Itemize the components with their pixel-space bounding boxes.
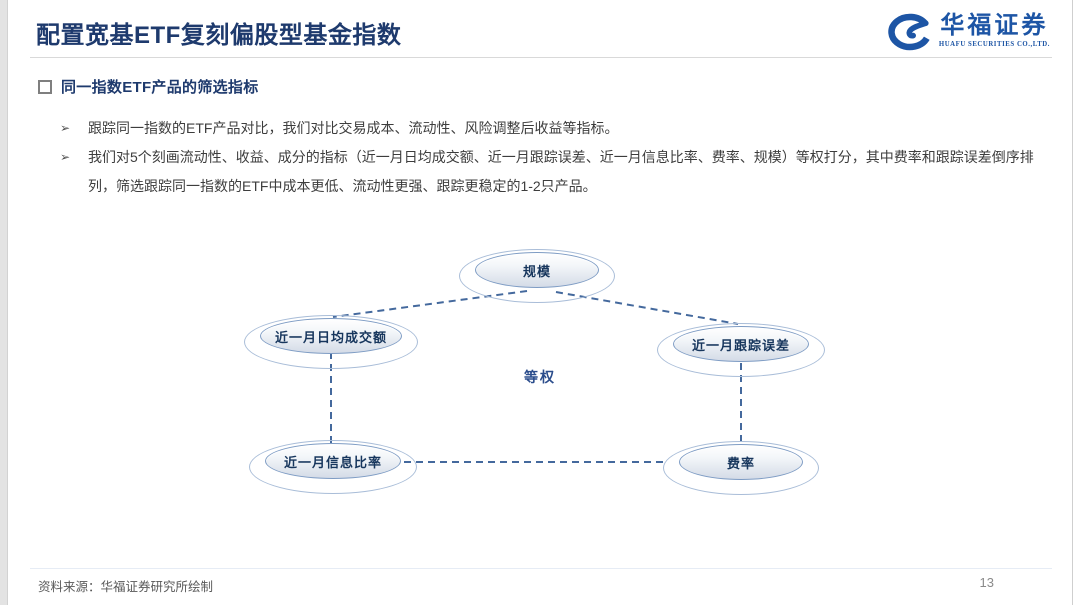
source-note: 资料来源：华福证券研究所绘制 xyxy=(38,580,214,594)
node-outer-ring xyxy=(244,315,418,369)
footer-divider xyxy=(30,568,1052,569)
node-outer-ring xyxy=(663,441,819,495)
node-outer-ring xyxy=(657,323,825,377)
node-label: 规模 xyxy=(475,252,599,288)
arrow-bullet-icon: ➢ xyxy=(60,121,71,135)
viewer-left-margin xyxy=(0,0,8,605)
section-heading: 同一指数ETF产品的筛选指标 xyxy=(61,79,259,96)
equal-weight-indicator-diagram: 规模 近一月日均成交额 近一月跟踪误差 近一月信息比率 费率 等权 xyxy=(0,230,1080,520)
square-bullet-icon xyxy=(38,79,52,94)
diagram-node-information-ratio: 近一月信息比率 xyxy=(249,440,417,494)
bullet-text: 我们对5个刻画流动性、收益、成分的指标（近一月日均成交额、近一月跟踪误差、近一月… xyxy=(88,149,1034,194)
node-label: 近一月日均成交额 xyxy=(260,318,402,354)
page-title: 配置宽基ETF复刻偏股型基金指数 xyxy=(36,22,402,49)
diagram-center-label: 等权 xyxy=(524,370,556,386)
node-outer-ring xyxy=(249,440,417,494)
diagram-node-tracking-error: 近一月跟踪误差 xyxy=(657,323,825,377)
section-heading-row: 同一指数ETF产品的筛选指标 xyxy=(38,76,259,97)
diagram-node-fee-rate: 费率 xyxy=(663,441,819,495)
company-logo: 华福证券 HUAFU SECURITIES CO.,LTD. xyxy=(888,13,1050,51)
diagram-node-scale: 规模 xyxy=(459,249,615,303)
bullet-list: ➢ 跟踪同一指数的ETF产品对比，我们对比交易成本、流动性、风险调整后收益等指标… xyxy=(60,114,1052,201)
node-label: 费率 xyxy=(679,444,803,480)
arrow-bullet-icon: ➢ xyxy=(60,150,71,164)
node-outer-ring xyxy=(459,249,615,303)
node-label: 近一月信息比率 xyxy=(265,443,401,479)
list-item: ➢ 跟踪同一指数的ETF产品对比，我们对比交易成本、流动性、风险调整后收益等指标… xyxy=(60,114,1052,143)
list-item: ➢ 我们对5个刻画流动性、收益、成分的指标（近一月日均成交额、近一月跟踪误差、近… xyxy=(60,143,1052,201)
page-number: 13 xyxy=(979,575,994,590)
diagram-node-avg-daily-turnover: 近一月日均成交额 xyxy=(244,315,418,369)
logo-company-subtitle: HUAFU SECURITIES CO.,LTD. xyxy=(938,41,1050,48)
bullet-text: 跟踪同一指数的ETF产品对比，我们对比交易成本、流动性、风险调整后收益等指标。 xyxy=(88,120,619,136)
node-label: 近一月跟踪误差 xyxy=(673,326,809,362)
logo-company-name: 华福证券 xyxy=(940,13,1049,39)
title-divider xyxy=(30,57,1052,58)
huafu-swirl-icon xyxy=(888,13,930,51)
page-right-edge xyxy=(1072,0,1073,605)
